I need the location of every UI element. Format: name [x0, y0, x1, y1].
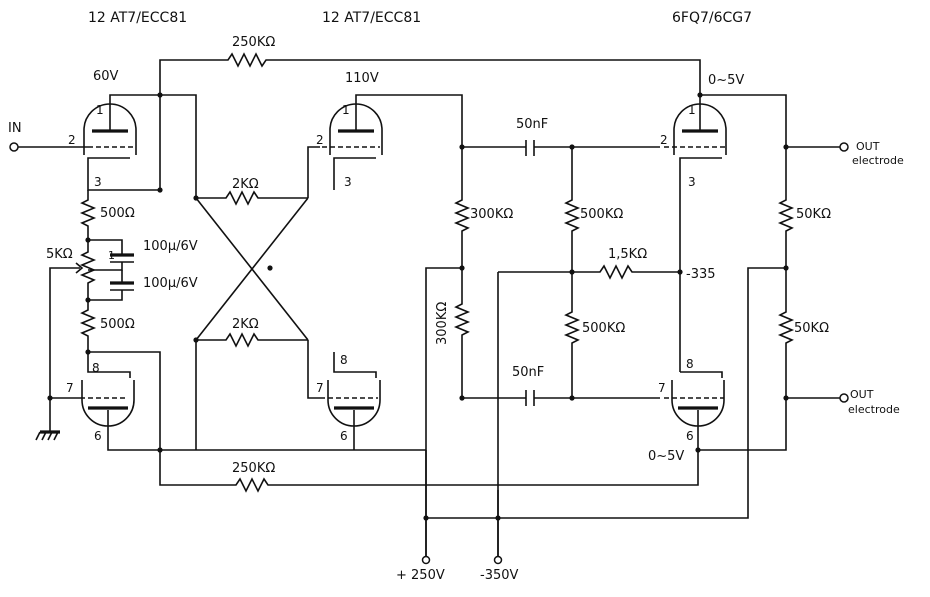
tube-3-top-plate-voltage: 0~5V	[708, 73, 744, 88]
divider-resistor-bottom-label: 500KΩ	[582, 321, 625, 336]
pot-label: 5KΩ	[46, 247, 73, 262]
output-bottom-label: OUT	[850, 388, 874, 401]
supply-negative-terminal[interactable]	[493, 555, 503, 565]
tube-2-lower-triode	[320, 352, 381, 450]
tube-1-plate-voltage: 60V	[93, 69, 119, 84]
bypass-cap-2-label: 100μ/6V	[143, 276, 198, 291]
pin-label: 1	[96, 103, 104, 117]
pin-label: 2	[316, 133, 324, 147]
pin-label: 7	[66, 381, 74, 395]
feedback-resistor-top-label: 250KΩ	[232, 35, 275, 50]
cross-resistor-bottom-label: 2KΩ	[232, 317, 259, 332]
input-terminal[interactable]	[9, 142, 19, 152]
output-bottom-sublabel: electrode	[848, 403, 900, 416]
pin-label: 1	[688, 103, 696, 117]
pin-label: 2	[68, 133, 76, 147]
pin-label: 8	[340, 353, 348, 367]
ground-symbol	[35, 400, 60, 441]
pin-label: 8	[686, 357, 694, 371]
coupling-cap-bottom-label: 50nF	[512, 365, 544, 380]
load-resistor-bottom-label: 300KΩ	[435, 302, 450, 345]
pin-label: 6	[340, 429, 348, 443]
tube-1-cathode-network	[49, 162, 160, 400]
supply-negative-label: -350V	[480, 568, 519, 583]
pin-label: 3	[688, 175, 696, 189]
pin-label: 3	[344, 175, 352, 189]
tube-1-type-label: 12 AT7/ECC81	[88, 10, 187, 26]
pin-label: 7	[658, 381, 666, 395]
cathode-resistor-top-label: 500Ω	[100, 206, 135, 221]
tube-2-type-label: 12 AT7/ECC81	[322, 10, 421, 26]
pot-tap-label: 1	[108, 249, 115, 262]
tube-1-lower-triode	[50, 351, 426, 451]
pin-label: 7	[316, 381, 324, 395]
tube-3-lower-triode	[159, 371, 840, 493]
bypass-cap-1-label: 100μ/6V	[143, 239, 198, 254]
feedback-resistor-bottom-label: 250KΩ	[232, 461, 275, 476]
pin-label: 2	[660, 133, 668, 147]
tube-2-plate-voltage: 110V	[345, 71, 379, 86]
pin-label: 6	[94, 429, 102, 443]
tube-1-upper-triode	[83, 94, 160, 162]
output-resistor-network	[426, 147, 795, 519]
tube-3-bottom-plate-voltage: 0~5V	[648, 449, 684, 464]
pin-label: 3	[94, 175, 102, 189]
tube-3-type-label: 6FQ7/6CG7	[672, 10, 752, 26]
node-negative-voltage: -335	[686, 267, 716, 282]
coupling-capacitors	[525, 140, 572, 406]
cathode-resistor-bottom-label: 500Ω	[100, 317, 135, 332]
load-resistor-top-label: 300KΩ	[470, 207, 513, 222]
feedback-resistor-top	[159, 52, 701, 190]
output-resistor-bottom-label: 50KΩ	[794, 321, 829, 336]
supply-rails	[425, 450, 499, 556]
supply-positive-label: + 250V	[396, 568, 445, 583]
cross-resistor-top-label: 2KΩ	[232, 177, 259, 192]
pin-label: 8	[92, 361, 100, 375]
output-top-label: OUT	[856, 140, 880, 153]
pin-label: 1	[342, 103, 350, 117]
tube-2-upper-triode	[322, 94, 463, 190]
series-resistor-label: 1,5KΩ	[608, 247, 647, 262]
output-terminal-top[interactable]	[839, 142, 849, 152]
pin-label: 6	[686, 429, 694, 443]
divider-resistor-top-label: 500KΩ	[580, 207, 623, 222]
input-label: IN	[8, 121, 22, 136]
output-terminal-bottom[interactable]	[839, 393, 849, 403]
supply-positive-terminal[interactable]	[421, 555, 431, 565]
coupling-cap-top-label: 50nF	[516, 117, 548, 132]
output-top-sublabel: electrode	[852, 154, 904, 167]
output-resistor-top-label: 50KΩ	[796, 207, 831, 222]
cross-coupling-network	[160, 94, 320, 450]
tube-3-upper-triode	[664, 94, 840, 372]
